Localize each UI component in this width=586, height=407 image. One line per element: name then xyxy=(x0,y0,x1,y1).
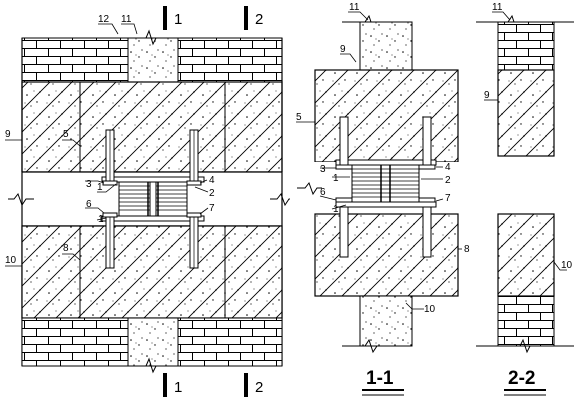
section-1-1-title: 1-1 xyxy=(366,368,394,389)
break-line-top xyxy=(128,29,178,46)
label-9: 9 xyxy=(5,129,11,140)
section-mark-2-bottom-label: 2 xyxy=(255,379,263,396)
section-mark-2-top xyxy=(244,6,248,30)
s11-labels: 11 9 5 3 1 4 2 6 1 7 8 10 xyxy=(296,2,470,315)
label-8: 8 xyxy=(63,243,69,254)
main-leader-lines xyxy=(5,23,209,267)
s11-label-11: 11 xyxy=(349,2,360,13)
lower-column-stub xyxy=(127,317,179,367)
s22-bottom-break xyxy=(476,338,574,354)
upper-beam xyxy=(21,81,283,173)
s22-leader-lines xyxy=(484,11,567,271)
upper-brick-wall-left xyxy=(21,37,129,83)
label-4: 4 xyxy=(209,175,215,186)
s22-lower-beam xyxy=(497,213,555,297)
s11-bearing-layers xyxy=(352,168,419,198)
label-12: 12 xyxy=(98,14,110,25)
s22-label-11: 11 xyxy=(492,2,503,13)
s11-label-6: 6 xyxy=(320,187,326,198)
label-11: 11 xyxy=(121,14,132,25)
label-1: 1 xyxy=(97,182,103,193)
s11-label-10: 10 xyxy=(424,304,436,315)
section-cut-marks: 1 2 1 2 xyxy=(163,6,263,397)
s11-label-4: 4 xyxy=(445,162,451,173)
s11-label-5: 5 xyxy=(296,112,302,123)
upper-anchor-bolts xyxy=(105,129,199,183)
label-1b: 1 xyxy=(98,214,104,225)
section-mark-1-top xyxy=(163,6,167,30)
s11-upper-embed-plate xyxy=(335,159,437,166)
label-2: 2 xyxy=(209,188,215,199)
label-10: 10 xyxy=(5,255,17,266)
s11-bearing xyxy=(351,164,420,203)
s22-labels: 11 9 10 xyxy=(484,2,573,271)
label-5: 5 xyxy=(63,129,69,140)
s11-label-9: 9 xyxy=(340,44,346,55)
s11-label-3: 3 xyxy=(320,164,326,175)
s11-label-1b: 1 xyxy=(333,204,339,215)
s11-leader-lines xyxy=(296,11,462,310)
s11-lower-anchor-bolts xyxy=(339,206,432,258)
lower-beam xyxy=(21,225,283,319)
lower-brick-wall-right xyxy=(177,317,283,367)
section-mark-1-bottom xyxy=(163,373,167,397)
s22-label-9: 9 xyxy=(484,90,490,101)
break-line-bottom xyxy=(128,357,178,374)
section-2-2-title: 2-2 xyxy=(508,368,535,389)
s11-label-2: 2 xyxy=(445,175,451,186)
label-3: 3 xyxy=(86,179,92,190)
section-1-1: 11 9 5 3 1 4 2 6 1 7 8 10 1-1 xyxy=(290,2,480,396)
upper-brick-wall-right xyxy=(177,37,283,83)
section-mark-2-bottom xyxy=(244,373,248,397)
main-elevation: 1 2 1 2 12 11 9 5 3 1 xyxy=(5,6,296,397)
break-mark-left xyxy=(8,192,34,207)
s11-nuts xyxy=(335,164,436,203)
s11-lower-column xyxy=(359,295,413,347)
s11-break-left xyxy=(297,181,322,196)
section-mark-1-bottom-label: 1 xyxy=(174,379,182,396)
s11-label-7: 7 xyxy=(445,193,451,204)
section-mark-1-top-label: 1 xyxy=(174,11,182,28)
upper-column-stub xyxy=(127,37,179,83)
lower-brick-wall-left xyxy=(21,317,129,367)
s22-upper-brick xyxy=(497,21,555,71)
s22-label-10: 10 xyxy=(561,260,573,271)
s22-lower-brick xyxy=(497,295,555,347)
section-2-2: 11 9 10 2-2 xyxy=(476,2,574,396)
s11-upper-beam xyxy=(314,69,459,163)
section-mark-2-top-label: 2 xyxy=(255,11,263,28)
label-7: 7 xyxy=(209,203,215,214)
bearing-lead-core xyxy=(149,181,157,217)
s11-lower-beam xyxy=(314,213,459,297)
s22-upper-beam xyxy=(497,69,555,157)
s11-lower-embed-plate xyxy=(335,201,437,208)
s11-upper-column xyxy=(359,21,413,71)
bolt-nuts xyxy=(102,180,202,218)
label-6: 6 xyxy=(86,199,92,210)
s11-label-1: 1 xyxy=(333,173,339,184)
s11-bottom-break xyxy=(342,338,402,354)
main-labels: 12 11 9 5 3 1 2 4 6 1 7 8 10 xyxy=(5,14,215,266)
s11-label-8: 8 xyxy=(464,244,470,255)
